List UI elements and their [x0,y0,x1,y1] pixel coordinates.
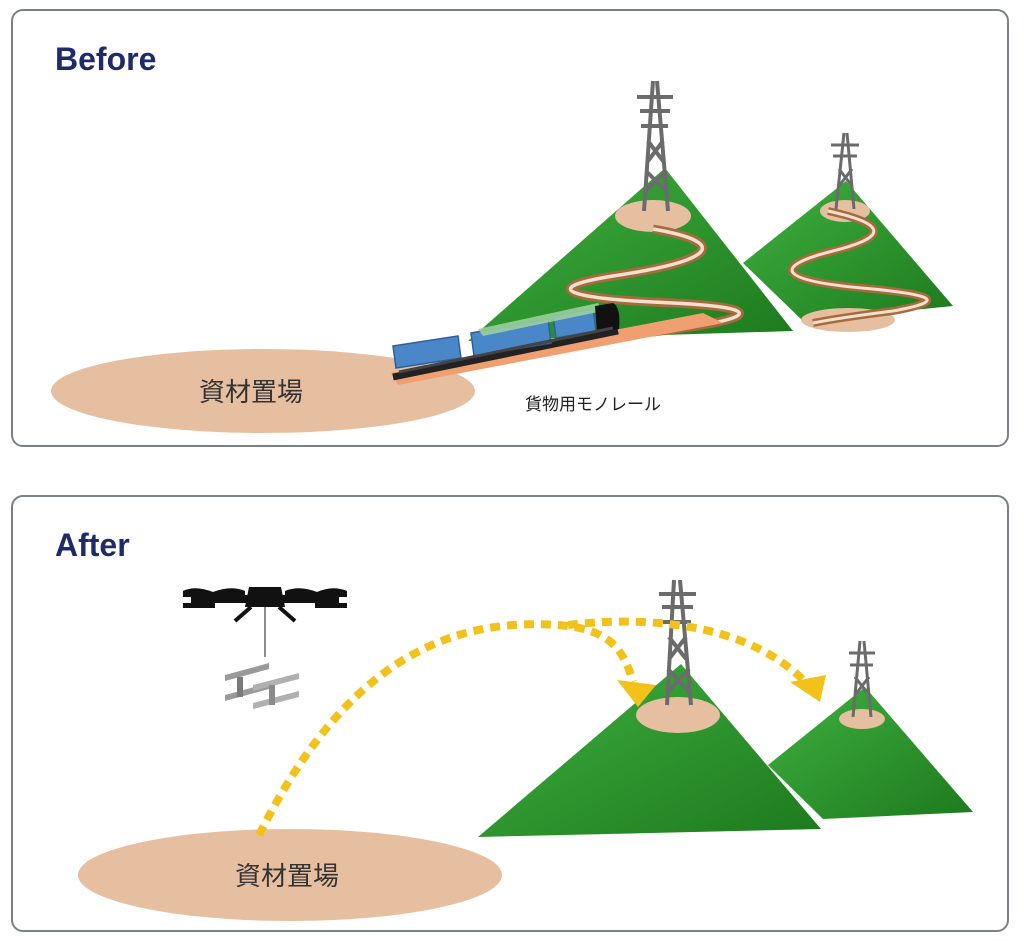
transmission-tower-icon [849,640,875,718]
storage-area [78,829,502,921]
mountain-right [768,687,973,819]
mountain-left [478,664,821,837]
arrowhead-icon [617,680,656,707]
storage-area-label: 資材置場 [235,862,339,892]
after-title: After [55,527,130,563]
before-scene: 資材置場 [51,80,953,433]
transmission-tower-icon [831,132,859,210]
mountain-right [743,181,953,332]
monorail-train-icon [392,303,620,381]
before-panel: 資材置場 [11,9,1009,447]
before-title: Before [55,41,157,77]
after-panel: 資材置場 [11,495,1009,932]
transmission-tower-icon [659,579,696,706]
monorail-track [391,313,723,385]
storage-area-label: 資材置場 [199,378,303,408]
arrowhead-icon [790,675,826,702]
drone-icon [183,587,347,657]
monorail-label: 貨物用モノレール [525,395,661,415]
after-scene: 資材置場 [78,579,973,921]
mountain-left [468,168,793,346]
storage-area [51,349,475,433]
transmission-tower-icon [637,80,673,212]
flight-path [255,617,811,837]
steel-beam-icon [225,663,299,709]
